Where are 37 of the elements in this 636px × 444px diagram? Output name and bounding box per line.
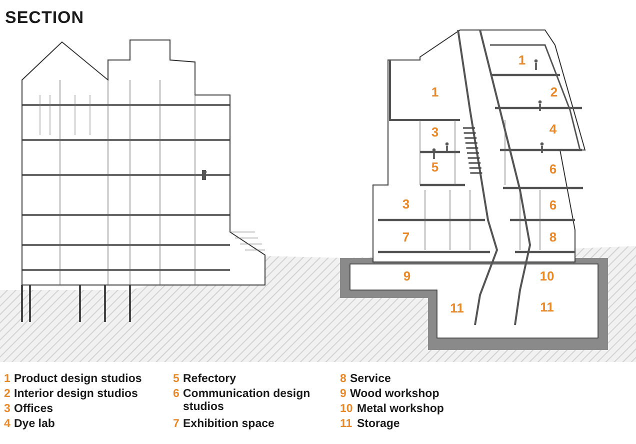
key-number: 3 — [4, 403, 10, 416]
room-number: 6 — [549, 162, 557, 178]
key-number: 8 — [340, 373, 346, 386]
key-number: 5 — [173, 373, 180, 386]
key-number: 9 — [340, 388, 346, 402]
title: SECTION — [5, 8, 84, 28]
key-label: Interior design studios — [14, 388, 139, 402]
room-number: 1 — [431, 86, 439, 100]
key-label: Metal workshop — [357, 403, 445, 416]
room-number: 11 — [450, 302, 464, 316]
key-label: Wood workshop — [350, 388, 440, 402]
room-number: 7 — [402, 230, 410, 246]
room-number: 5 — [431, 160, 439, 176]
key-number: 6 — [173, 388, 180, 402]
room-number: 1 — [518, 54, 526, 68]
key-label: Storage — [357, 418, 401, 432]
room-number: 3 — [402, 198, 410, 212]
room-number: 9 — [403, 270, 411, 284]
key-number: 7 — [173, 418, 180, 432]
room-number: 11 — [540, 300, 554, 316]
key-label: Communication design studios — [183, 388, 312, 414]
key-label: Exhibition space — [183, 418, 276, 432]
key-number: 11 — [340, 418, 352, 432]
key-label: Dye lab — [14, 418, 56, 432]
key-label: Product design studios — [14, 373, 143, 386]
key-label: Offices — [14, 403, 54, 416]
room-number: 2 — [550, 86, 558, 100]
key-label: Service — [350, 373, 392, 386]
key-number: 2 — [4, 388, 10, 402]
key-number: 1 — [4, 373, 10, 386]
room-number: 4 — [549, 122, 557, 138]
room-number: 10 — [540, 270, 554, 284]
room-number: 6 — [549, 198, 557, 214]
room-number: 8 — [549, 230, 557, 246]
room-number: 3 — [431, 126, 439, 140]
key-number: 10 — [340, 403, 353, 416]
key-number: 4 — [4, 418, 10, 432]
